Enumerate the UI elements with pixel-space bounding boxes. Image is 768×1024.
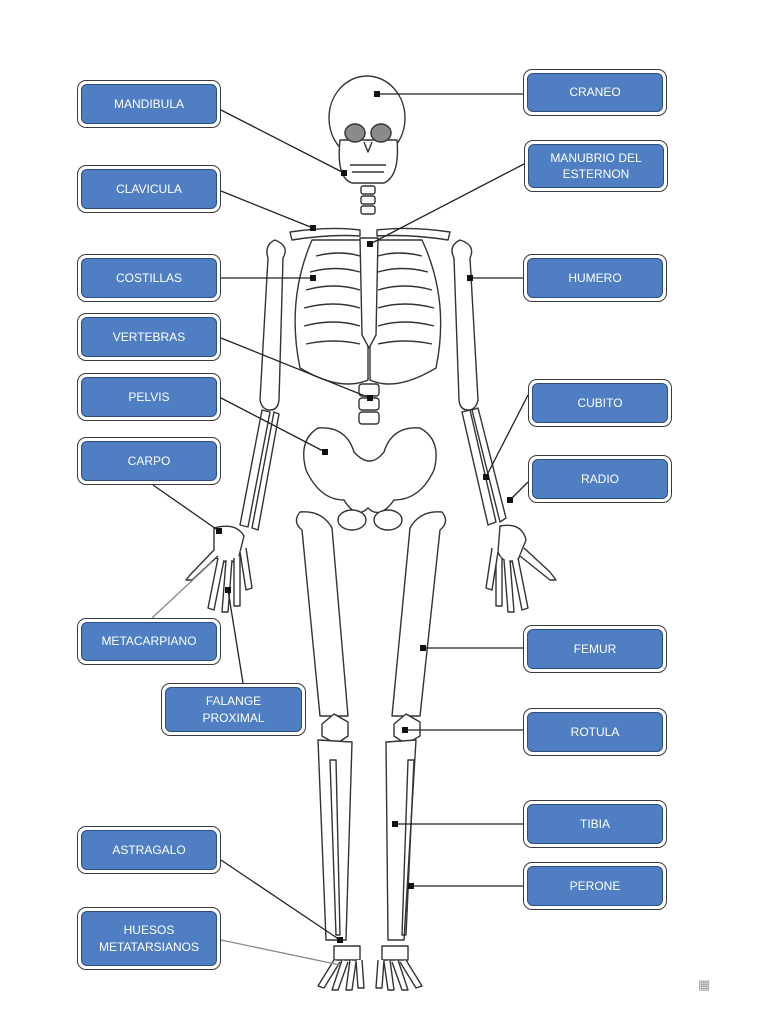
label-craneo: CRANEO [523, 69, 667, 116]
label-carpo: CARPO [77, 437, 221, 485]
label-costillas: COSTILLAS [77, 254, 221, 302]
pelvis [303, 427, 437, 531]
label-mandibula-text: MANDIBULA [81, 84, 217, 124]
label-cubito: CUBITO [528, 379, 672, 427]
label-manubrio-text: MANUBRIO DEL ESTERNON [528, 144, 664, 188]
label-vertebras: VERTEBRAS [77, 313, 221, 361]
label-cubito-text: CUBITO [532, 383, 668, 423]
label-femur-text: FEMUR [527, 629, 663, 669]
label-tibia: TIBIA [523, 800, 667, 848]
label-femur: FEMUR [523, 625, 667, 673]
label-metatarsianos-text: HUESOS METATARSIANOS [81, 911, 217, 966]
label-rotula-text: ROTULA [527, 712, 663, 752]
leader-endpoints [216, 91, 513, 943]
label-clavicula-text: CLAVICULA [81, 169, 217, 209]
label-astragalo: ASTRAGALO [77, 826, 221, 874]
label-carpo-text: CARPO [81, 441, 217, 481]
cervical-spine [360, 185, 376, 215]
label-tibia-text: TIBIA [527, 804, 663, 844]
label-clavicula: CLAVICULA [77, 165, 221, 213]
label-metacarpiano-text: METACARPIANO [81, 622, 217, 661]
label-humero-text: HUMERO [527, 258, 663, 298]
skull [328, 75, 406, 184]
label-pelvis-text: PELVIS [81, 377, 217, 417]
label-rotula: ROTULA [523, 708, 667, 756]
label-falange-proximal-text: FALANGE PROXIMAL [165, 687, 302, 732]
label-metacarpiano: METACARPIANO [77, 618, 221, 665]
right-foot [375, 945, 423, 991]
lumbar-spine [358, 383, 380, 425]
label-craneo-text: CRANEO [527, 73, 663, 112]
label-metatarsianos: HUESOS METATARSIANOS [77, 907, 221, 970]
label-vertebras-text: VERTEBRAS [81, 317, 217, 357]
label-falange-proximal: FALANGE PROXIMAL [161, 683, 306, 736]
ribcage [294, 237, 442, 385]
left-hand [185, 525, 253, 613]
label-astragalo-text: ASTRAGALO [81, 830, 217, 870]
leader-lines [151, 93, 529, 966]
label-perone: PERONE [523, 862, 667, 910]
label-perone-text: PERONE [527, 866, 663, 906]
left-foot [317, 945, 365, 991]
label-costillas-text: COSTILLAS [81, 258, 217, 298]
label-pelvis: PELVIS [77, 373, 221, 421]
label-humero: HUMERO [523, 254, 667, 302]
label-radio-text: RADIO [532, 459, 668, 499]
page-icon: ▦ [698, 977, 711, 992]
right-hand [485, 524, 557, 613]
label-manubrio: MANUBRIO DEL ESTERNON [524, 140, 668, 192]
label-mandibula: MANDIBULA [77, 80, 221, 128]
label-radio: RADIO [528, 455, 672, 503]
